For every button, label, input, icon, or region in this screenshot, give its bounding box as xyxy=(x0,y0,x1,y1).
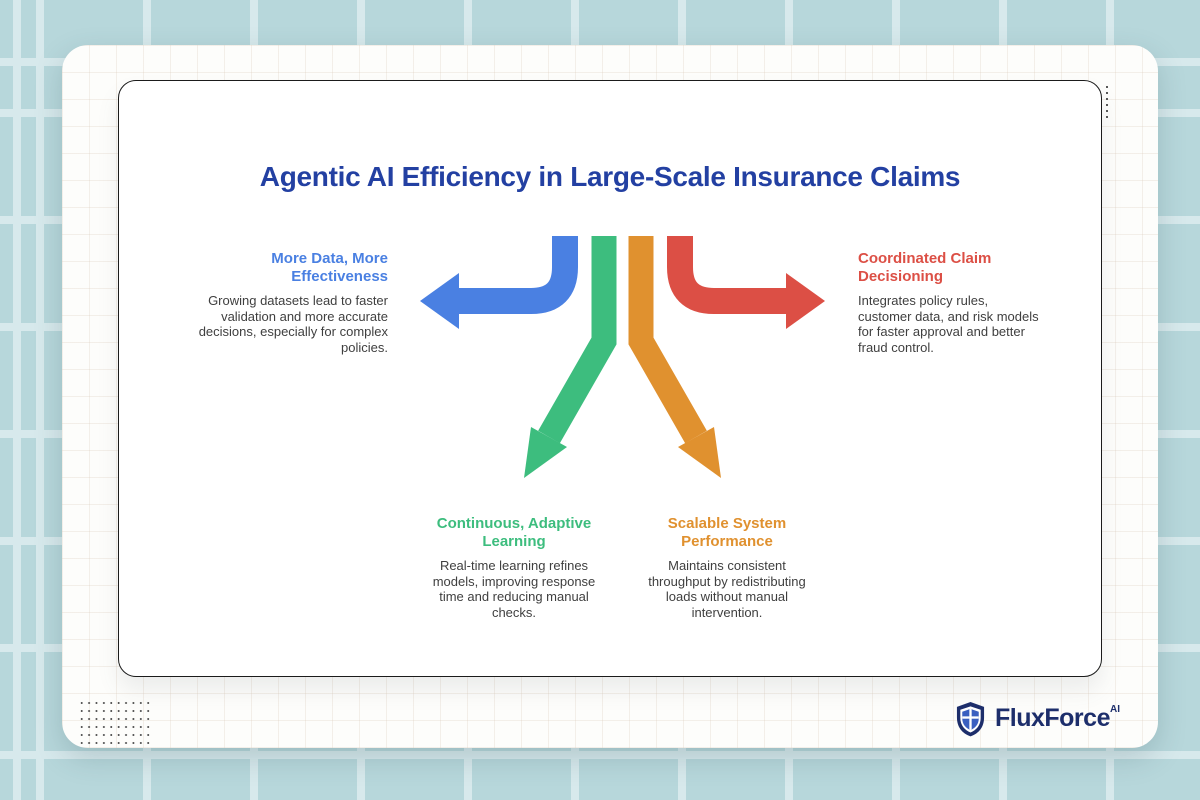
decorative-dotted-line xyxy=(1105,84,1109,120)
section-description: Maintains consistent throughput by redis… xyxy=(648,558,806,620)
section-heading: Continuous, Adaptive Learning xyxy=(436,515,592,550)
section-heading: More Data, More Effectiveness xyxy=(271,250,388,285)
shield-icon xyxy=(956,702,985,737)
section-description: Growing datasets lead to faster validati… xyxy=(198,293,388,355)
brand-name: FluxForceAI xyxy=(995,704,1120,733)
section-adaptive-learning: Continuous, Adaptive Learning Real-time … xyxy=(428,515,600,620)
section-description: Real-time learning refines models, impro… xyxy=(432,558,596,620)
decorative-dots-grid xyxy=(78,699,152,745)
brand-name-text: FluxForce xyxy=(995,704,1110,732)
section-coordinated-claim: Coordinated Claim Decisioning Integrates… xyxy=(858,250,1043,355)
page-title: Agentic AI Efficiency in Large-Scale Ins… xyxy=(259,161,961,192)
section-heading: Coordinated Claim Decisioning xyxy=(858,250,992,285)
section-description: Integrates policy rules, customer data, … xyxy=(858,293,1039,355)
section-more-data: More Data, More Effectiveness Growing da… xyxy=(193,250,388,355)
brand-name-suffix: AI xyxy=(1109,704,1120,715)
section-heading: Scalable System Performance xyxy=(667,515,787,550)
brand-logo: FluxForceAI xyxy=(955,700,1120,737)
section-scalable-performance: Scalable System Performance Maintains co… xyxy=(641,515,813,620)
